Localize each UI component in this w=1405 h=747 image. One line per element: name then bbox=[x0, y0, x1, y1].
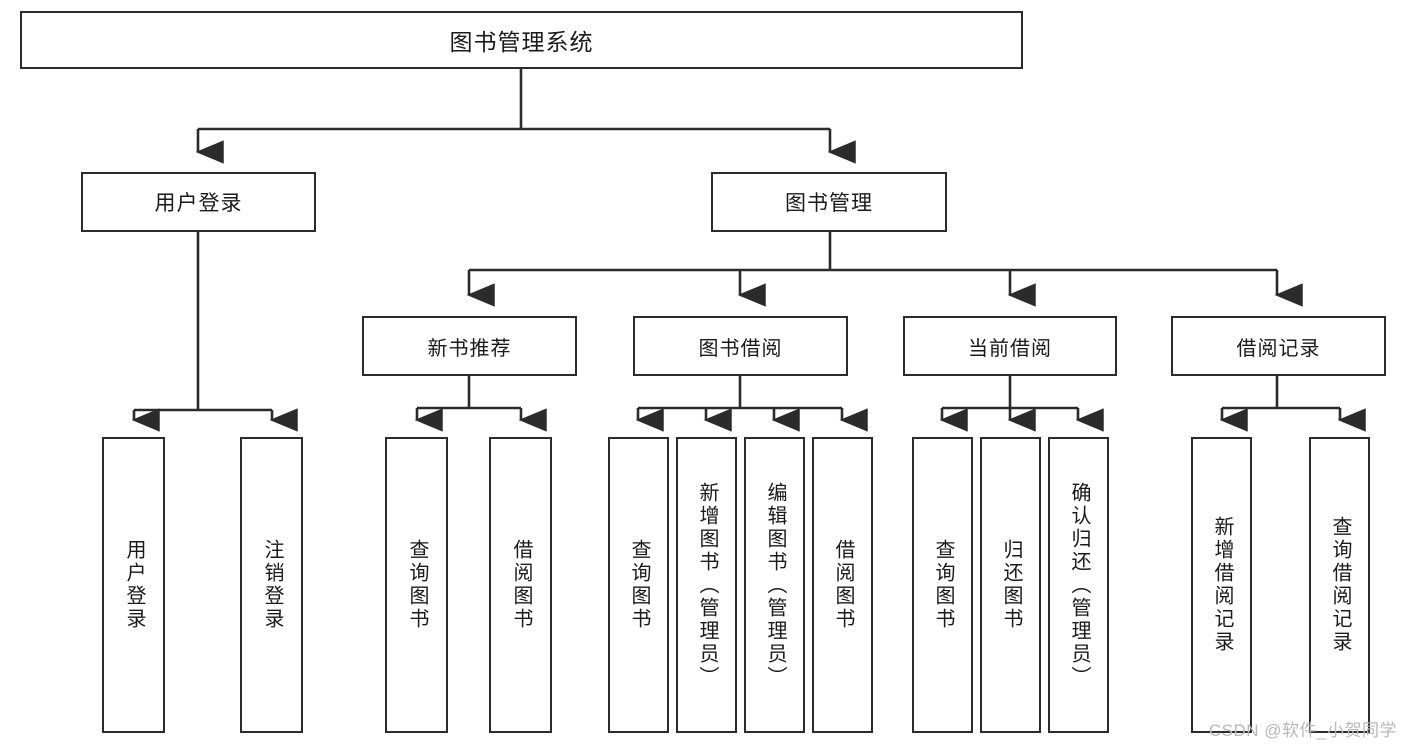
node-root[interactable]: 图书管理系统 bbox=[20, 11, 1023, 69]
node-current-borrow[interactable]: 当前借阅 bbox=[903, 316, 1117, 376]
node-new-book-recommend-label: 新书推荐 bbox=[427, 337, 512, 360]
leaf-query-record-label: 查询借阅记录 bbox=[1329, 516, 1351, 654]
csdn-watermark: CSDN @软件_小贺同学 bbox=[1208, 721, 1397, 740]
node-root-label: 图书管理系统 bbox=[449, 29, 594, 55]
leaf-query-book-1-label: 查询图书 bbox=[406, 539, 428, 631]
leaf-confirm-return-label: 确认归还（管理员） bbox=[1068, 481, 1090, 689]
leaf-return-book-label: 归还图书 bbox=[1000, 539, 1022, 631]
leaf-borrow-book-2[interactable]: 借阅图书 bbox=[812, 437, 873, 733]
node-book-management[interactable]: 图书管理 bbox=[711, 172, 947, 232]
leaf-return-book[interactable]: 归还图书 bbox=[980, 437, 1041, 733]
leaf-query-book-2[interactable]: 查询图书 bbox=[608, 437, 669, 733]
leaf-edit-book-label: 编辑图书（管理员） bbox=[764, 481, 786, 689]
leaf-edit-book[interactable]: 编辑图书（管理员） bbox=[744, 437, 805, 733]
leaf-add-record-label: 新增借阅记录 bbox=[1211, 516, 1233, 654]
node-book-management-label: 图书管理 bbox=[785, 192, 873, 215]
leaf-user-login-label: 用户登录 bbox=[123, 539, 145, 631]
node-borrow-record-label: 借阅记录 bbox=[1236, 337, 1321, 360]
leaf-borrow-book-1-label: 借阅图书 bbox=[510, 539, 532, 631]
node-user-login[interactable]: 用户登录 bbox=[81, 172, 316, 232]
node-borrow-record[interactable]: 借阅记录 bbox=[1171, 316, 1386, 376]
leaf-user-login[interactable]: 用户登录 bbox=[102, 437, 165, 733]
leaf-borrow-book-2-label: 借阅图书 bbox=[832, 539, 854, 631]
leaf-borrow-book-1[interactable]: 借阅图书 bbox=[489, 437, 552, 733]
leaf-confirm-return[interactable]: 确认归还（管理员） bbox=[1048, 437, 1109, 733]
node-new-book-recommend[interactable]: 新书推荐 bbox=[362, 316, 577, 376]
leaf-add-record[interactable]: 新增借阅记录 bbox=[1191, 437, 1252, 733]
leaf-query-book-3[interactable]: 查询图书 bbox=[912, 437, 973, 733]
node-book-borrow[interactable]: 图书借阅 bbox=[633, 316, 848, 376]
leaf-query-book-1[interactable]: 查询图书 bbox=[385, 437, 448, 733]
leaf-query-record[interactable]: 查询借阅记录 bbox=[1309, 437, 1370, 733]
leaf-add-book-label: 新增图书（管理员） bbox=[696, 481, 718, 689]
node-book-borrow-label: 图书借阅 bbox=[698, 337, 783, 360]
leaf-logout-login[interactable]: 注销登录 bbox=[240, 437, 303, 733]
leaf-query-book-2-label: 查询图书 bbox=[628, 539, 650, 631]
leaf-add-book[interactable]: 新增图书（管理员） bbox=[676, 437, 737, 733]
node-current-borrow-label: 当前借阅 bbox=[968, 337, 1052, 360]
leaf-logout-login-label: 注销登录 bbox=[261, 539, 283, 631]
node-user-login-label: 用户登录 bbox=[154, 192, 243, 215]
leaf-query-book-3-label: 查询图书 bbox=[932, 539, 954, 631]
